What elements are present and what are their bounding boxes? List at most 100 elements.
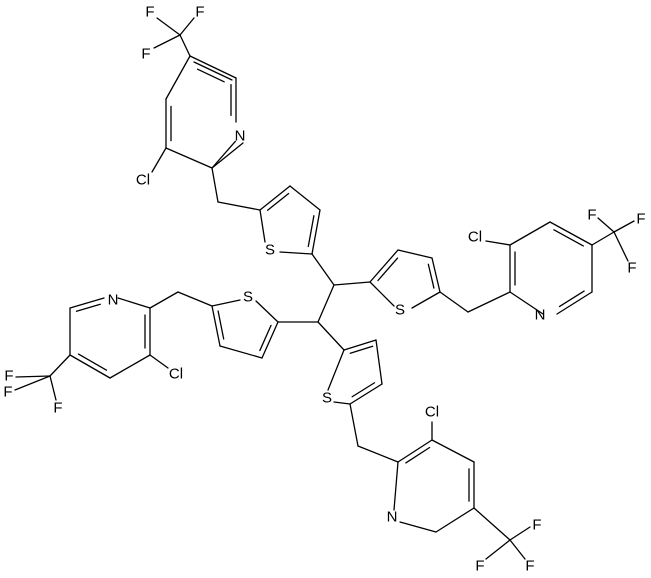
bond-line: [397, 249, 433, 259]
bond-line: [411, 291, 441, 309]
fluorine-label: F: [145, 4, 154, 21]
fluorine-label: F: [4, 368, 13, 385]
bond-line: [179, 34, 191, 57]
bond-line: [211, 140, 237, 169]
bond-line: [165, 147, 213, 169]
bond-line: [255, 300, 279, 323]
bond-line: [311, 209, 321, 255]
chlorine-label: Cl: [468, 229, 482, 246]
bond-line: [435, 507, 475, 533]
bond-line: [509, 221, 551, 246]
sulfur-label: S: [265, 242, 275, 259]
bond-line: [211, 299, 241, 307]
bond-line: [399, 521, 437, 533]
bond-line: [279, 251, 313, 255]
fluorine-label: F: [475, 558, 484, 575]
double-bond-line: [405, 446, 431, 464]
double-bond-line: [349, 345, 374, 354]
bond-line: [549, 221, 593, 246]
sulfur-label: S: [395, 302, 405, 319]
bond-line: [311, 253, 335, 286]
bond-line: [327, 349, 345, 391]
bond-line: [217, 201, 261, 211]
bond-line: [509, 526, 531, 541]
bond-line: [393, 461, 399, 511]
bond-line: [613, 231, 629, 262]
bond-line: [261, 321, 279, 359]
bond-line: [149, 354, 169, 369]
nitrogen-label: N: [108, 292, 119, 309]
bond-lines: [14, 17, 635, 560]
bond-line: [211, 142, 244, 169]
chlorine-label: Cl: [169, 366, 183, 383]
sulfur-label: S: [322, 390, 332, 407]
bond-line: [369, 249, 399, 283]
fluorine-label: F: [636, 211, 645, 228]
bond-line: [211, 167, 219, 203]
double-bond-line: [553, 229, 584, 247]
double-bond-line: [217, 310, 225, 340]
bond-line: [153, 34, 181, 49]
double-bond-line: [377, 257, 399, 282]
bond-line: [556, 291, 593, 315]
double-bond-line: [77, 353, 108, 371]
bond-line: [343, 339, 377, 351]
bond-line: [189, 55, 237, 79]
double-bond-line: [558, 290, 585, 308]
bond-line: [211, 305, 221, 347]
bond-line: [193, 61, 233, 81]
bond-line: [259, 209, 266, 243]
fluorine-label: F: [141, 46, 150, 63]
bond-line: [149, 291, 179, 309]
bond-line: [357, 445, 399, 463]
bond-line: [109, 354, 151, 379]
fluorine-label: F: [195, 4, 204, 21]
bond-line: [49, 354, 71, 377]
atom-labels: F F F N Cl S Cl F F F N S N Cl F F F S S…: [3, 4, 645, 575]
fluorine-label: F: [627, 260, 636, 277]
fluorine-label: F: [525, 558, 534, 575]
bond-line: [613, 220, 635, 233]
bond-line: [349, 383, 383, 405]
bond-line: [333, 401, 351, 405]
bond-line: [317, 321, 345, 351]
double-bond-line: [259, 324, 272, 352]
bond-line: [431, 257, 441, 293]
bond-line: [509, 291, 544, 315]
fluorine-label: F: [587, 207, 596, 224]
bond-line: [431, 439, 475, 463]
chlorine-label: Cl: [136, 172, 150, 189]
bond-line: [156, 17, 181, 36]
bond-line: [69, 297, 105, 309]
bond-line: [439, 291, 469, 313]
bond-line: [597, 217, 615, 233]
bond-line: [117, 297, 151, 309]
chlorine-label: Cl: [425, 404, 439, 421]
fluorine-label: F: [53, 400, 62, 417]
bond-line: [349, 403, 359, 447]
bond-line: [591, 231, 615, 246]
bond-line: [397, 439, 433, 463]
central-bond-line: [317, 284, 335, 323]
bond-line: [219, 345, 263, 359]
bond-line: [151, 147, 167, 173]
bond-line: [69, 354, 111, 379]
bond-line: [485, 240, 511, 246]
nitrogen-label: N: [535, 307, 546, 324]
double-bond-line: [307, 215, 315, 248]
nitrogen-label: N: [235, 128, 246, 145]
bond-line: [509, 539, 526, 560]
bond-line: [259, 185, 291, 211]
bond-line: [485, 539, 511, 560]
bond-line: [49, 375, 57, 401]
double-bond-line: [351, 382, 376, 398]
fluorine-label: F: [3, 384, 12, 401]
bond-line: [467, 291, 511, 313]
fluorine-label: F: [532, 517, 541, 534]
bond-line: [369, 281, 395, 307]
bond-line: [179, 17, 195, 36]
bond-line: [177, 291, 213, 307]
double-bond-line: [427, 263, 435, 289]
bond-line: [289, 185, 321, 211]
